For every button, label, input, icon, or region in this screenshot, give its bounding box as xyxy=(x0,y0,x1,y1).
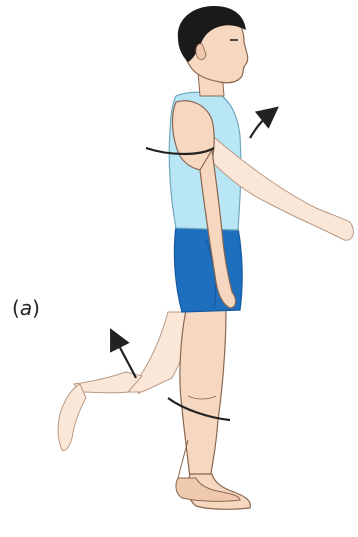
head xyxy=(178,6,248,96)
panel-label-letter: a xyxy=(20,296,32,320)
panel-label-open: ( xyxy=(12,296,20,320)
panel-label: (a) xyxy=(12,296,40,320)
panel-label-close: ) xyxy=(32,296,40,320)
flexed-back-leg xyxy=(58,312,192,450)
